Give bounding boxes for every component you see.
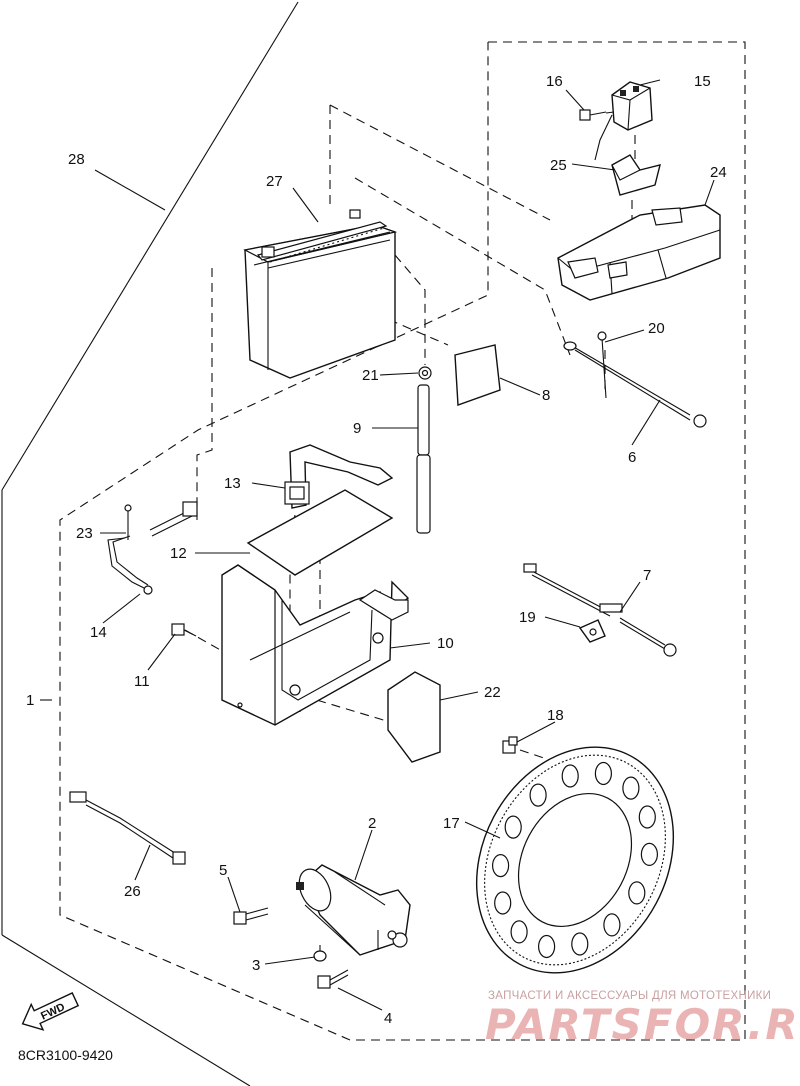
- callout-24: 24: [710, 164, 727, 181]
- callout-12: 12: [170, 545, 187, 562]
- band-13: [284, 444, 394, 509]
- plate-22: [387, 671, 441, 763]
- bolt-5: [233, 907, 269, 925]
- callout-5: 5: [219, 862, 227, 879]
- fwd-arrow-icon: FWD: [21, 992, 80, 1031]
- callout-11: 11: [134, 673, 150, 690]
- bolt-4: [317, 969, 349, 989]
- bolt-18: [502, 736, 518, 754]
- sprocket-hole: [529, 783, 547, 807]
- sprocket-hole: [510, 920, 528, 944]
- sprocket-hole: [571, 932, 589, 956]
- callout-4: 4: [384, 1010, 392, 1027]
- pad-8: [454, 344, 501, 406]
- battery-box-10: [221, 564, 410, 726]
- bolt-16: [579, 109, 607, 121]
- starter-relay-15: [594, 81, 653, 161]
- sprocket-hole: [494, 891, 512, 915]
- sprocket-hole: [628, 881, 646, 905]
- callout-28: 28: [68, 151, 85, 168]
- holder-19: [578, 619, 606, 643]
- callout-18: 18: [547, 707, 564, 724]
- callout-17: 17: [443, 815, 460, 832]
- callout-20: 20: [648, 320, 665, 337]
- callout-6: 6: [628, 449, 636, 466]
- callout-8: 8: [542, 387, 550, 404]
- callout-9: 9: [353, 420, 361, 437]
- bolt-11: [171, 623, 197, 637]
- sheet-12: [246, 489, 394, 576]
- starter-motor-2: [296, 864, 411, 956]
- callout-19: 19: [519, 609, 536, 626]
- battery-27: [243, 209, 398, 379]
- sprocket-hole: [537, 934, 556, 959]
- callout-22: 22: [484, 684, 501, 701]
- drawing-code: 8CR3100-9420: [18, 1047, 113, 1063]
- sprocket-17: [475, 746, 675, 974]
- callout-10: 10: [437, 635, 454, 652]
- cable-7: [523, 563, 677, 657]
- watermark-tagline: ЗАПЧАСТИ И АКСЕССУАРЫ ДЛЯ МОТОТЕХНИКИ: [488, 990, 772, 1002]
- bracket-25: [611, 154, 661, 196]
- sprocket-hole: [561, 764, 579, 788]
- callout-3: 3: [252, 957, 260, 974]
- callout-23: 23: [76, 525, 93, 542]
- lead-14: [107, 501, 198, 595]
- assembly-boundary-1: [59, 41, 746, 1041]
- watermark-brand: PARTSFOR.RU: [485, 1000, 800, 1049]
- sprocket-hole: [504, 815, 522, 839]
- callout-25: 25: [550, 157, 567, 174]
- kit-frame-28: [1, 1, 299, 1086]
- clip-21: [418, 366, 432, 380]
- callout-numbers: 28 27 16 15 25 24 20 21 8 9 6 13 23 12 7…: [26, 73, 727, 1027]
- callout-16: 16: [546, 73, 563, 90]
- callout-leaders: [40, 79, 715, 1011]
- cable-6: [563, 341, 707, 428]
- sprocket-hole: [638, 805, 656, 829]
- fwd-label: FWD: [39, 1001, 67, 1022]
- callout-26: 26: [124, 883, 141, 900]
- sprocket-hole: [640, 842, 659, 867]
- sprocket-hole: [622, 776, 640, 800]
- sprocket-hole: [594, 761, 613, 786]
- callout-21: 21: [362, 367, 379, 384]
- sprocket-hole: [492, 853, 510, 878]
- callout-7: 7: [643, 567, 651, 584]
- cover-24: [557, 204, 721, 301]
- harness-26: [69, 791, 186, 865]
- callout-13: 13: [224, 475, 241, 492]
- o-ring-3: [313, 950, 327, 962]
- callout-2: 2: [368, 815, 376, 832]
- callout-1: 1: [26, 692, 34, 709]
- callout-15: 15: [694, 73, 711, 90]
- sprocket-hole: [603, 913, 621, 937]
- hose-9: [416, 384, 431, 534]
- lead-23: [124, 504, 132, 540]
- callout-27: 27: [266, 173, 283, 190]
- callout-14: 14: [90, 624, 107, 641]
